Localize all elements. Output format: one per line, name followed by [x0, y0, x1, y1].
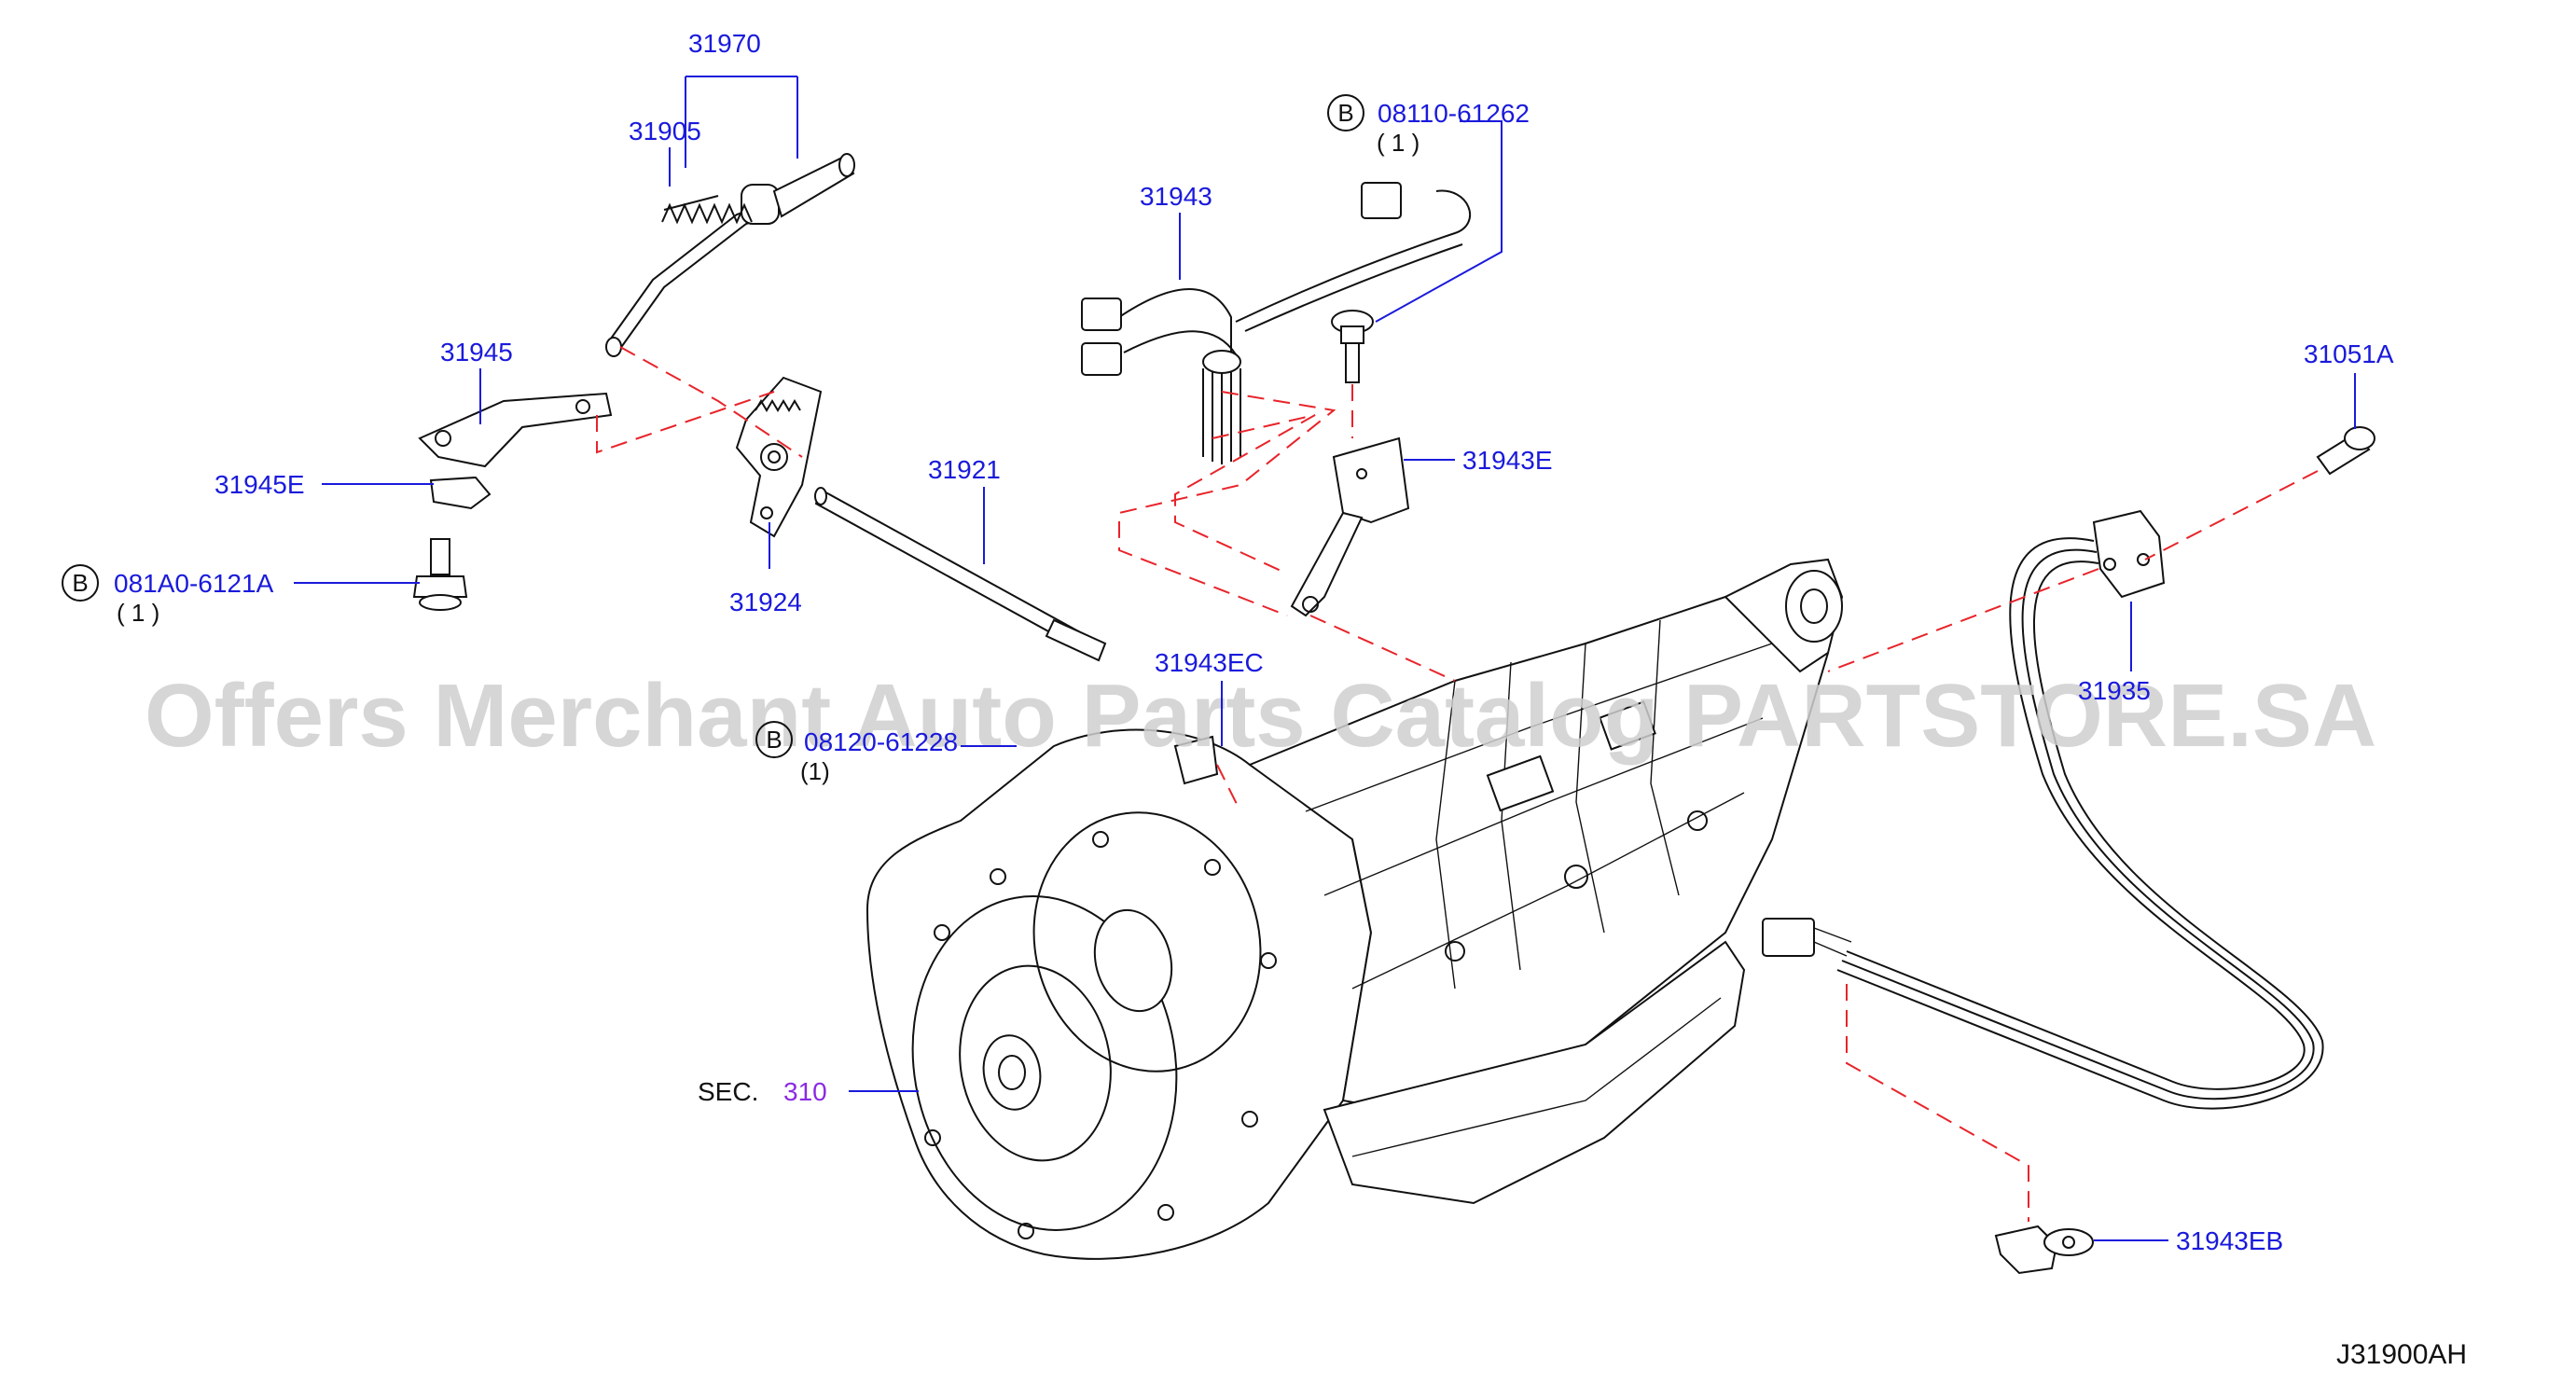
leader-lines	[294, 76, 2356, 1241]
bolt-marker-08110: B	[1327, 94, 1364, 131]
bolt-31051a-drawing	[2316, 426, 2375, 476]
control-rod-drawing	[605, 153, 855, 357]
detent-plate-drawing	[735, 376, 823, 538]
part-label-31945[interactable]: 31945	[440, 338, 513, 367]
guide-bracket-to-plate	[596, 391, 775, 454]
leader-08110	[1375, 120, 1503, 323]
qty-08120-61228: (1)	[800, 757, 830, 785]
part-label-08120-61228[interactable]: 08120-61228	[804, 727, 958, 756]
diagram-code: J31900AH	[2336, 1339, 2467, 1370]
part-label-31945E[interactable]: 31945E	[215, 470, 305, 499]
guide-rod-to-plate	[619, 346, 803, 458]
guide-harness-loop	[1118, 391, 1336, 616]
qty-081A0-6121A: ( 1 )	[117, 599, 159, 627]
bolt-081a0-drawing	[412, 538, 468, 611]
part-label-31943EC[interactable]: 31943EC	[1155, 648, 1264, 677]
leader-31970	[685, 76, 798, 168]
part-label-31935[interactable]: 31935	[2078, 676, 2151, 705]
bolt-marker-081a0: B	[62, 564, 99, 602]
part-label-31051A[interactable]: 31051A	[2304, 339, 2394, 368]
part-label-08110-61262[interactable]: 08110-61262	[1378, 99, 1530, 128]
part-label-31924[interactable]: 31924	[729, 588, 802, 616]
dashed-guides	[596, 346, 2319, 1222]
line-art	[412, 153, 2375, 1275]
guide-cable-to-clip	[1846, 984, 2029, 1222]
spring-drawing	[661, 195, 753, 225]
bolt-08110-drawing	[1331, 310, 1374, 383]
part-label-31943EB[interactable]: 31943EB	[2176, 1226, 2283, 1255]
bracket-drawing	[418, 392, 613, 468]
harness-bracket-drawing	[1290, 436, 1410, 617]
bolt-marker-08120: B	[755, 721, 793, 758]
bolt-marker-08110-letter: B	[1337, 99, 1353, 127]
guide-bracket-to-case	[1309, 615, 1456, 682]
part-label-31970[interactable]: 31970	[688, 29, 761, 58]
part-label-31905[interactable]: 31905	[629, 117, 701, 145]
guide-harness-loop-inner	[1174, 414, 1316, 574]
sensor-cable-drawing	[1762, 509, 2324, 1110]
part-label-081A0-6121A[interactable]: 081A0-6121A	[114, 569, 274, 598]
section-reference[interactable]: SEC. 310	[698, 1077, 827, 1106]
watermark-text: Offers Merchant Auto Parts Catalog PARTS…	[145, 666, 2376, 766]
guide-sensor-to-case	[1827, 568, 2099, 672]
shaft-drawing	[814, 487, 1107, 662]
section-number[interactable]: 310	[783, 1077, 827, 1106]
part-label-31943[interactable]: 31943	[1140, 182, 1212, 211]
part-label-31943E[interactable]: 31943E	[1462, 446, 1553, 475]
part-labels: 31970 31905 31945 31945E 081A0-6121A ( 1…	[114, 29, 2394, 1255]
guide-bolt-to-case	[1216, 764, 1241, 812]
section-prefix: SEC.	[698, 1077, 758, 1106]
transmission-drawing	[866, 558, 1844, 1260]
harness-drawing	[1081, 182, 1472, 464]
part-label-31921[interactable]: 31921	[928, 455, 1001, 484]
bolt-marker-08120-letter: B	[766, 726, 782, 754]
bolt-marker-081a0-letter: B	[72, 569, 88, 597]
washer-plate-drawing	[429, 476, 492, 510]
clip-drawing	[1994, 1225, 2094, 1275]
guide-31051a-to-sensor	[2144, 470, 2319, 561]
qty-08110-61262: ( 1 )	[1377, 129, 1420, 157]
